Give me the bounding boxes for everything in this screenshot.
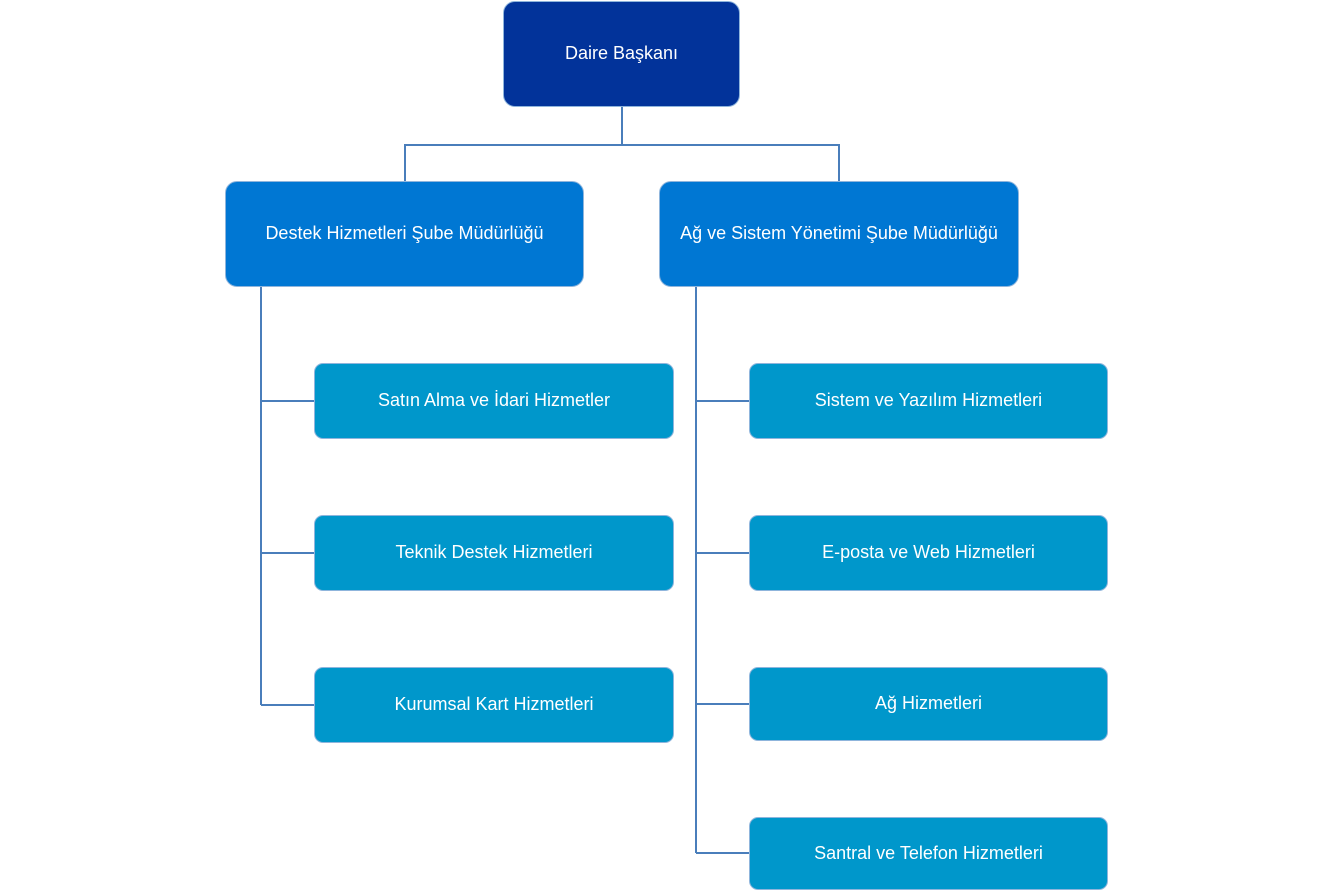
connector-root-to-departments bbox=[404, 107, 840, 181]
node-daire-baskani[interactable]: Daire Başkanı bbox=[503, 1, 740, 107]
node-e-posta-ve-web-hizmetleri[interactable]: E-posta ve Web Hizmetleri bbox=[749, 515, 1108, 591]
node-label: Ağ Hizmetleri bbox=[874, 693, 983, 714]
node-satin-alma-ve-idari-hizmetler[interactable]: Satın Alma ve İdari Hizmetler bbox=[314, 363, 674, 439]
node-label: Kurumsal Kart Hizmetleri bbox=[394, 694, 594, 715]
node-santral-ve-telefon-hizmetleri[interactable]: Santral ve Telefon Hizmetleri bbox=[749, 817, 1108, 890]
connector-department-1-to-units bbox=[260, 287, 314, 706]
node-label: Satın Alma ve İdari Hizmetler bbox=[377, 390, 611, 411]
node-ag-hizmetleri[interactable]: Ağ Hizmetleri bbox=[749, 667, 1108, 741]
connector-department-2-to-units bbox=[695, 287, 749, 854]
node-label: Santral ve Telefon Hizmetleri bbox=[814, 842, 1043, 863]
node-label: Daire Başkanı bbox=[564, 43, 679, 64]
node-label: Sistem ve Yazılım Hizmetleri bbox=[814, 390, 1043, 411]
node-teknik-destek-hizmetleri[interactable]: Teknik Destek Hizmetleri bbox=[314, 515, 674, 591]
node-label: E-posta ve Web Hizmetleri bbox=[822, 542, 1035, 563]
node-ag-ve-sistem-yonetimi-sube-mudurlugu[interactable]: Ağ ve Sistem Yönetimi Şube Müdürlüğü bbox=[659, 181, 1019, 287]
node-label: Teknik Destek Hizmetleri bbox=[395, 542, 593, 563]
node-label: Ağ ve Sistem Yönetimi Şube Müdürlüğü bbox=[680, 223, 998, 244]
node-sistem-ve-yazilim-hizmetleri[interactable]: Sistem ve Yazılım Hizmetleri bbox=[749, 363, 1108, 439]
node-destek-hizmetleri-sube-mudurlugu[interactable]: Destek Hizmetleri Şube Müdürlüğü bbox=[225, 181, 584, 287]
node-kurumsal-kart-hizmetleri[interactable]: Kurumsal Kart Hizmetleri bbox=[314, 667, 674, 743]
node-label: Destek Hizmetleri Şube Müdürlüğü bbox=[265, 223, 544, 244]
